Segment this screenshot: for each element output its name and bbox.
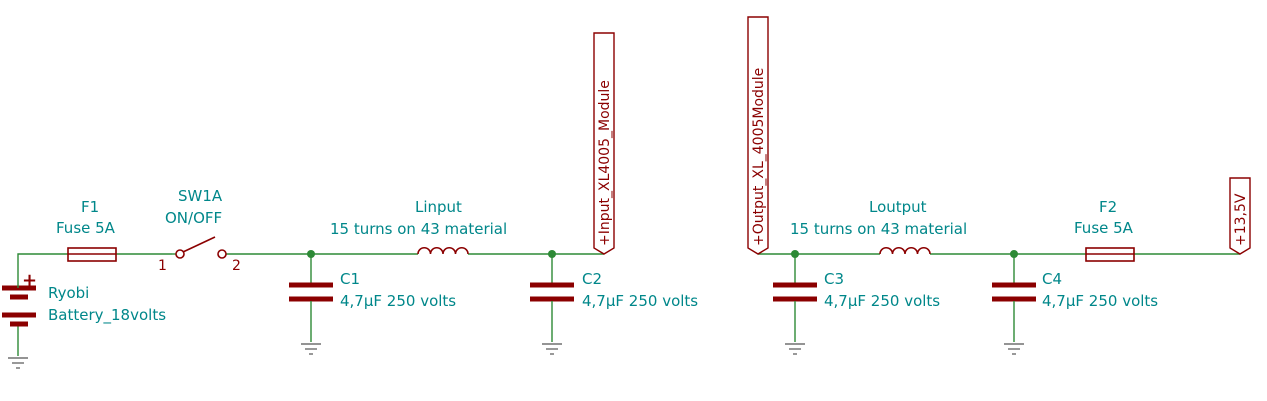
input-module-flag [593, 32, 615, 255]
output-module-flag [747, 16, 769, 255]
output-module-label: +Output_XL_4005Module [751, 68, 767, 246]
capacitor-c2-value: 4,7µF 250 volts [582, 292, 698, 310]
inductor-linput-value: 15 turns on 43 material [330, 220, 507, 238]
switch-sw1a [172, 236, 227, 259]
fuse-f1-value: Fuse 5A [56, 219, 116, 237]
capacitor-c3 [773, 254, 817, 355]
junction-dot [791, 250, 799, 258]
ground-symbol [8, 357, 28, 369]
capacitor-c4-ref: C4 [1042, 270, 1062, 288]
capacitor-c1-value: 4,7µF 250 volts [340, 292, 456, 310]
junction-dot [548, 250, 556, 258]
inductor-loutput [879, 246, 931, 255]
capacitor-c1-ref: C1 [340, 270, 360, 288]
inductor-linput-ref: Linput [415, 198, 462, 216]
battery-plus-mark: + [22, 270, 37, 291]
fuse-f2-ref: F2 [1099, 198, 1117, 216]
output-voltage-flag [1229, 177, 1251, 255]
capacitor-c3-ref: C3 [824, 270, 844, 288]
capacitor-c4 [992, 254, 1036, 355]
output-wires [757, 248, 1241, 255]
battery-ref-label: Ryobi [48, 284, 89, 302]
output-voltage-label: +13,5V [1233, 193, 1249, 246]
capacitor-c3-value: 4,7µF 250 volts [824, 292, 940, 310]
switch-ref: SW1A [178, 187, 223, 205]
capacitor-c1 [289, 254, 333, 355]
input-module-label: +Input_XL4005_Module [597, 80, 613, 246]
battery-symbol: + [2, 270, 37, 369]
junction-dot [307, 250, 315, 258]
capacitor-c4-value: 4,7µF 250 volts [1042, 292, 1158, 310]
inductor-linput [417, 246, 469, 255]
fuse-f2-value: Fuse 5A [1074, 219, 1134, 237]
inductor-loutput-value: 15 turns on 43 material [790, 220, 967, 238]
switch-pin1: 1 [158, 258, 167, 274]
battery-value-label: Battery_18volts [48, 306, 166, 325]
switch-value: ON/OFF [165, 209, 222, 227]
junction-dot [1010, 250, 1018, 258]
switch-pin2: 2 [232, 258, 241, 274]
inductor-loutput-ref: Loutput [869, 198, 927, 216]
capacitor-c2-ref: C2 [582, 270, 602, 288]
input-wires [17, 248, 605, 356]
fuse-f1-ref: F1 [81, 198, 99, 216]
capacitor-c2 [530, 254, 574, 355]
